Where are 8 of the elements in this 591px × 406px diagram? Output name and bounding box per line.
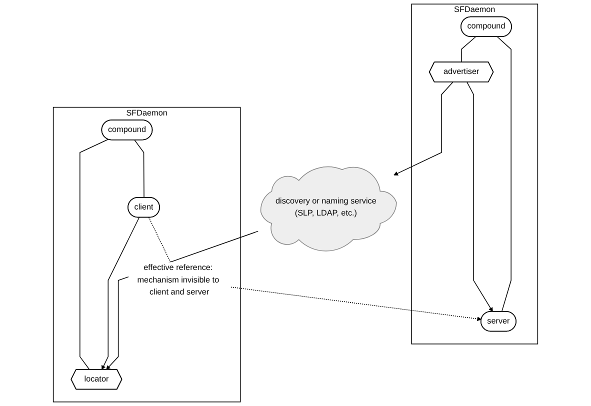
connector [80,138,108,370]
connector [497,36,512,312]
arrow [394,82,454,176]
arrow [466,82,493,312]
connector [134,140,144,198]
edge-label: effective reference: mechanism invisible to client and server [137,264,220,297]
connector [460,36,476,63]
arrow [102,217,140,370]
